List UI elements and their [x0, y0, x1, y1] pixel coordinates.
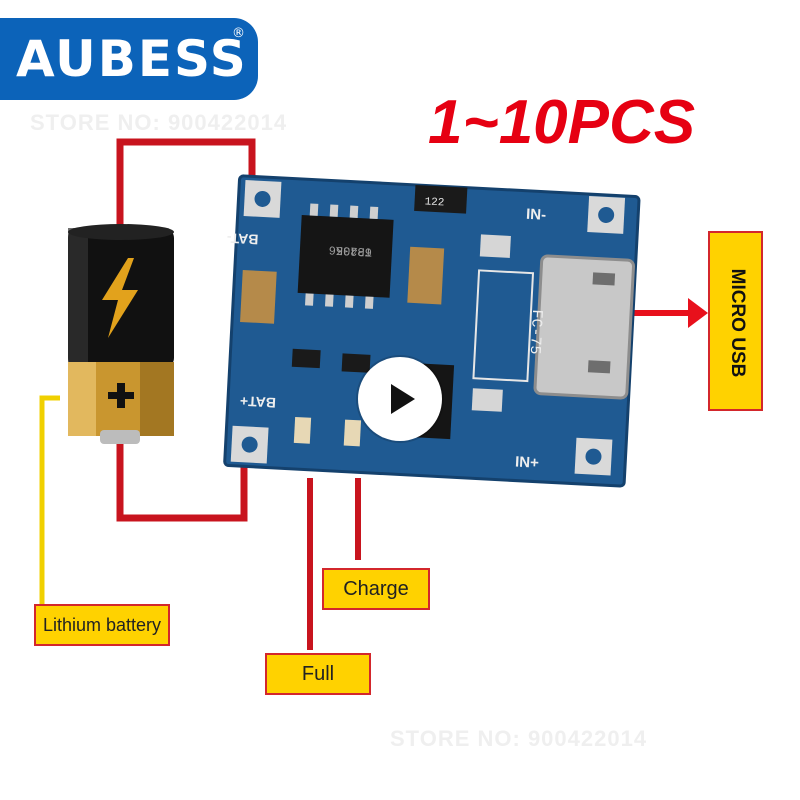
battery-icon — [68, 224, 174, 444]
resistor-marking: 122 — [424, 196, 444, 209]
micro-usb-label-box: MICRO USB — [708, 231, 763, 411]
wire-bat-plus — [116, 440, 248, 522]
in-plus-marking: IN+ — [515, 454, 540, 472]
wire-bat-minus — [116, 138, 256, 240]
pcb-board: BAT- BAT+ IN- IN+ FC-75 TP4056 6323K 122 — [223, 174, 641, 488]
battery-label: Lithium battery — [34, 604, 170, 646]
bat-plus-marking: BAT+ — [240, 393, 277, 411]
in-minus-marking: IN- — [526, 206, 547, 224]
arrow-head-icon — [688, 298, 708, 328]
chip-marking: TP4056 — [328, 242, 372, 258]
play-button[interactable] — [358, 357, 442, 441]
charge-label: Charge — [322, 568, 430, 610]
connector-marking: FC-75 — [526, 309, 545, 355]
watermark-top: STORE NO: 900422014 — [30, 110, 288, 135]
brand-logo: AUBESS ® — [0, 18, 258, 100]
brand-name: AUBESS — [16, 30, 248, 88]
bat-minus-marking: BAT- — [226, 230, 259, 248]
registered-mark: ® — [232, 26, 245, 41]
wire-battery-label — [39, 395, 60, 612]
full-label: Full — [265, 653, 371, 695]
play-icon — [391, 384, 415, 414]
watermark-bottom: STORE NO: 900422014 — [390, 726, 648, 751]
chip-code-marking: 6323K — [335, 243, 372, 259]
quantity-headline: 1~10PCS — [428, 88, 696, 157]
micro-usb-label: MICRO USB — [727, 268, 748, 378]
